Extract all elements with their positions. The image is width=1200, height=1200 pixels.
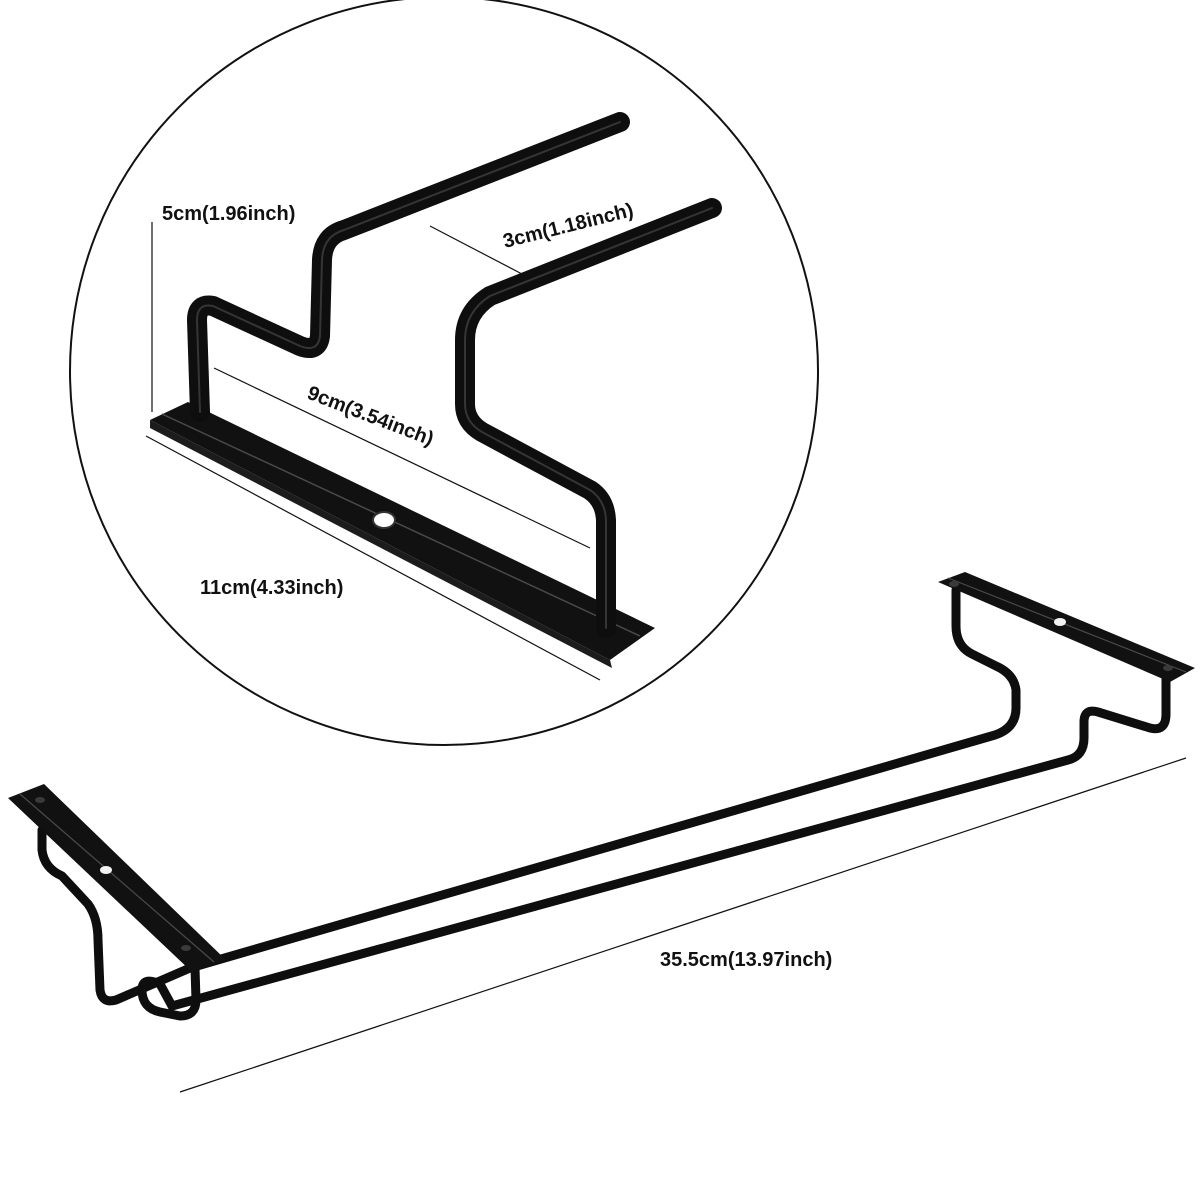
height-label: 5cm(1.96inch) (162, 203, 295, 225)
total-length-dimension-line (179, 757, 1187, 1093)
right-mounting-plate (938, 572, 1195, 682)
inset-circle (69, 0, 819, 746)
rack-left-bend-back (37, 825, 195, 1006)
gap-dimension-line (429, 225, 523, 275)
total-length-label: 35.5cm(13.97inch) (660, 949, 832, 971)
plate-length-dimension-line (145, 435, 601, 681)
left-mounting-plate (8, 784, 226, 972)
inset-mounting-plate (150, 402, 655, 668)
inset-screw-hole (372, 511, 396, 529)
rack-rod-back (185, 585, 1021, 973)
depth-dimension-line (213, 367, 591, 549)
rack-left-bend-front (137, 963, 201, 1021)
detail-inset: 5cm(1.96inch) 3cm(1.18inch) 9cm(3.54inch… (69, 0, 819, 746)
rack-rod-front (167, 671, 1171, 1011)
main-product-view: 35.5cm(13.97inch) (8, 572, 1195, 1093)
plate-length-label: 11cm(4.33inch) (200, 577, 343, 599)
